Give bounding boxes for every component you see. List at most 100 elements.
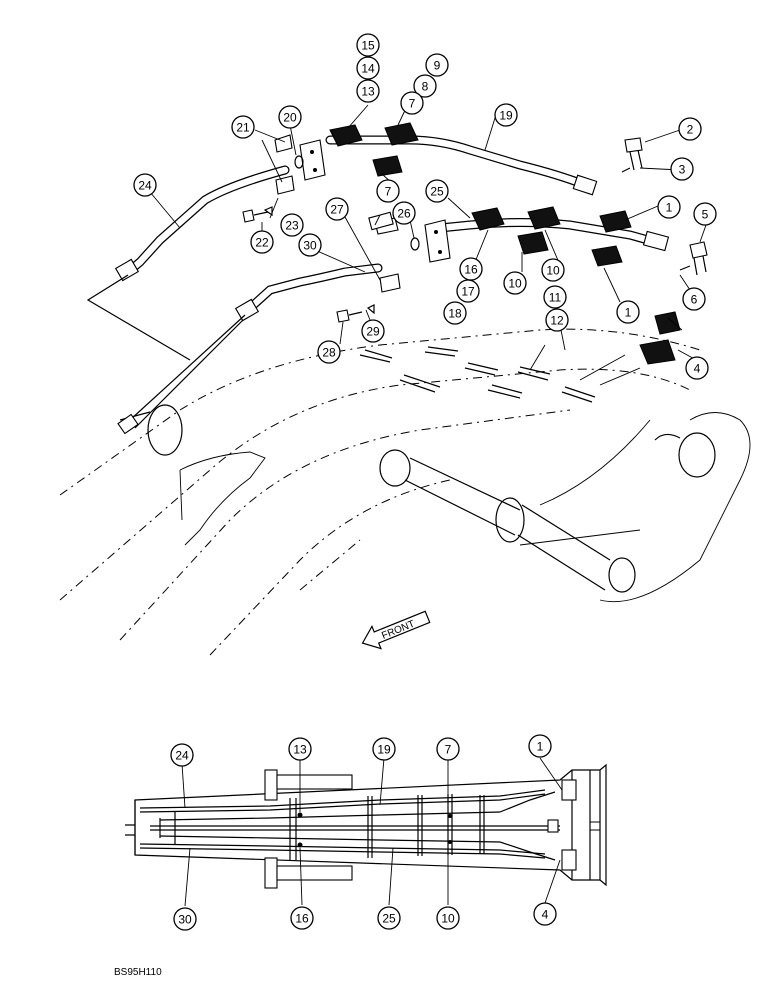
top-callout-circle (541, 258, 565, 282)
leader-lines-top (149, 99, 707, 386)
top-callout-number: 14 (361, 62, 375, 76)
front-arrow: FRONT (361, 610, 431, 650)
top-callout-number: 7 (409, 97, 416, 111)
top-callout-circle (280, 213, 304, 237)
top-callout-number: 1 (666, 201, 673, 215)
top-callout-number: 23 (285, 219, 299, 233)
top-callout-circle (425, 53, 449, 77)
bottom-callout-circle (372, 737, 396, 761)
top-callout-number: 8 (422, 80, 429, 94)
bottom-callout-circle (528, 734, 552, 758)
top-callout-number: 16 (464, 263, 478, 277)
top-callout-circle (682, 287, 706, 311)
bottom-callout-number: 25 (382, 912, 396, 926)
top-callout-circle (616, 300, 640, 324)
bottom-callout-number: 16 (295, 912, 309, 926)
top-callout-circle (231, 115, 255, 139)
top-callout-circle (298, 233, 322, 257)
top-callout-circle (278, 105, 302, 129)
bottom-callout-number: 13 (293, 743, 307, 757)
callouts-bottom: 24 13 19 7 1 30 16 25 10 4 (170, 734, 557, 931)
top-callout-number: 10 (546, 264, 560, 278)
top-callout-number: 4 (694, 362, 701, 376)
bottom-plan-view (125, 763, 607, 889)
top-callout-circle (543, 285, 567, 309)
bottom-callout-circle (436, 906, 460, 930)
top-callout-number: 10 (508, 277, 522, 291)
bottom-callout-circle (533, 902, 557, 926)
top-callout-number: 29 (366, 325, 380, 339)
bottom-callout-number: 7 (445, 743, 452, 757)
boom-outline (59, 328, 751, 656)
bolts (242, 137, 708, 323)
top-callout-number: 27 (330, 203, 344, 217)
drawing-code: BS95H110 (114, 967, 162, 978)
top-callout-number: 22 (255, 236, 269, 250)
top-callout-number: 21 (236, 121, 250, 135)
top-callout-circle (250, 230, 274, 254)
top-callout-circle (693, 202, 717, 226)
top-callout-number: 12 (550, 314, 564, 328)
top-callout-circle (317, 340, 341, 364)
top-callout-circle (678, 117, 702, 141)
top-callout-number: 2 (687, 123, 694, 137)
bottom-callout-number: 10 (441, 912, 455, 926)
top-callout-number: 6 (691, 293, 698, 307)
top-callout-circle (361, 319, 385, 343)
top-callout-number: 3 (679, 163, 686, 177)
top-callout-number: 13 (361, 85, 375, 99)
tubes-upper-view (86, 135, 670, 435)
bottom-callout-circle (436, 737, 460, 761)
top-callout-number: 5 (702, 208, 709, 222)
top-callout-circle (376, 179, 400, 203)
bottom-callout-circle (290, 906, 314, 930)
top-callout-circle (545, 308, 569, 332)
top-callout-number: 20 (283, 111, 297, 125)
top-callout-number: 26 (397, 207, 411, 221)
top-callout-number: 7 (385, 185, 392, 199)
top-callout-number: 15 (361, 39, 375, 53)
top-callout-circle (392, 201, 416, 225)
top-callout-number: 25 (430, 185, 444, 199)
tube-clamps (329, 122, 681, 365)
top-callout-circle (503, 271, 527, 295)
top-callout-circle (494, 103, 518, 127)
top-callout-number: 18 (448, 307, 462, 321)
top-callout-circle (425, 179, 449, 203)
top-callout-number: 30 (303, 239, 317, 253)
top-callout-number: 1 (625, 306, 632, 320)
top-callout-circle (356, 33, 380, 57)
top-callout-number: 28 (322, 346, 336, 360)
top-callout-number: 24 (138, 179, 152, 193)
top-callout-circle (670, 157, 694, 181)
bottom-callout-circle (288, 737, 312, 761)
flange-blocks (274, 134, 451, 293)
top-callout-circle (356, 79, 380, 103)
top-callout-circle (443, 301, 467, 325)
top-callout-number: 19 (499, 109, 513, 123)
top-callout-number: 17 (461, 285, 475, 299)
top-callout-circle (400, 91, 424, 115)
top-callout-circle (325, 197, 349, 221)
bottom-callout-number: 1 (537, 740, 544, 754)
bottom-callout-circle (173, 907, 197, 931)
bottom-callout-circle (377, 906, 401, 930)
bottom-callout-number: 4 (542, 908, 549, 922)
boom-cylinders (119, 404, 716, 593)
top-callout-circle (657, 195, 681, 219)
bottom-callout-circle (170, 743, 194, 767)
top-callout-circle (133, 173, 157, 197)
bottom-callout-number: 24 (175, 749, 189, 763)
top-callout-circle (456, 279, 480, 303)
top-callout-number: 9 (434, 59, 441, 73)
bottom-callout-number: 19 (377, 743, 391, 757)
bottom-callout-number: 30 (178, 913, 192, 927)
top-callout-circle (413, 74, 437, 98)
leader-lines-bottom (181, 757, 563, 907)
top-callout-number: 11 (549, 291, 562, 305)
boom-pins (359, 346, 596, 403)
top-callout-circle (356, 56, 380, 80)
